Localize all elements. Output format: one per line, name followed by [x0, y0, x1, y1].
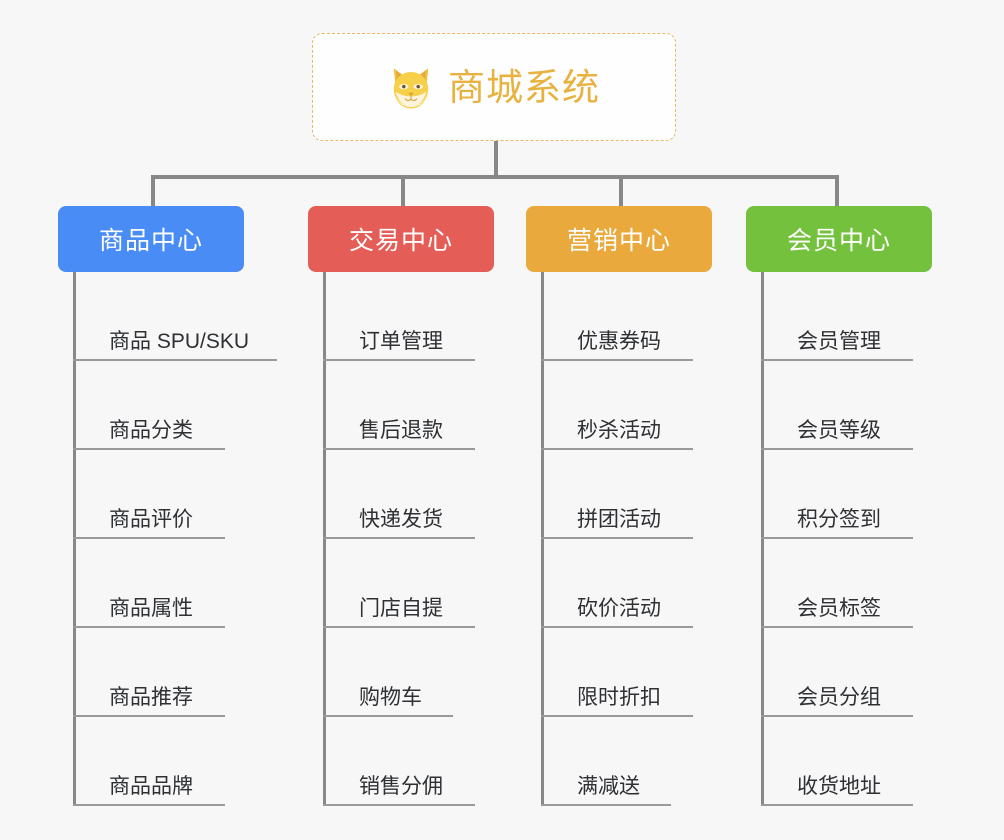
- leaf-item[interactable]: 积分签到: [761, 450, 913, 539]
- leaf-item[interactable]: 会员分组: [761, 628, 913, 717]
- leaf-item[interactable]: 砍价活动: [541, 539, 693, 628]
- leaf-item[interactable]: 限时折扣: [541, 628, 693, 717]
- bus-bar-connector: [151, 175, 839, 179]
- leaf-item-label: 会员等级: [797, 418, 881, 442]
- leaf-item-label: 会员标签: [797, 596, 881, 620]
- leaf-item-label: 销售分佣: [359, 774, 443, 798]
- category-label: 商品中心: [98, 227, 203, 255]
- leaf-item[interactable]: 商品推荐: [73, 628, 225, 717]
- leaf-item[interactable]: 购物车: [323, 628, 453, 717]
- column-spine-connector: [541, 272, 544, 806]
- leaf-item[interactable]: 快递发货: [323, 450, 475, 539]
- leaf-item[interactable]: 会员等级: [761, 361, 913, 450]
- leaf-item-label: 订单管理: [359, 329, 443, 353]
- leaf-item[interactable]: 会员管理: [761, 272, 913, 361]
- leaf-item-label: 会员分组: [797, 685, 881, 709]
- drop-connector-product: [151, 175, 155, 208]
- leaf-item-label: 购物车: [359, 685, 422, 709]
- leaf-item[interactable]: 售后退款: [323, 361, 475, 450]
- leaf-item-label: 商品推荐: [109, 685, 193, 709]
- category-label: 营销中心: [566, 227, 671, 255]
- leaf-item-label: 积分签到: [797, 507, 881, 531]
- column-spine-connector: [761, 272, 764, 806]
- leaf-item[interactable]: 商品 SPU/SKU: [73, 272, 277, 361]
- category-box-product-center[interactable]: 商品中心: [58, 206, 244, 272]
- leaf-item-label: 优惠券码: [577, 329, 661, 353]
- leaf-item[interactable]: 商品品牌: [73, 717, 225, 806]
- leaf-item-label: 商品分类: [109, 418, 193, 442]
- leaf-item[interactable]: 收货地址: [761, 717, 913, 806]
- leaf-item-label: 限时折扣: [577, 685, 661, 709]
- leaf-item-label: 商品评价: [109, 507, 193, 531]
- leaf-item[interactable]: 销售分佣: [323, 717, 475, 806]
- column-spine-connector: [73, 272, 76, 806]
- leaf-item[interactable]: 拼团活动: [541, 450, 693, 539]
- drop-connector-member: [835, 175, 839, 208]
- leaf-item[interactable]: 商品分类: [73, 361, 225, 450]
- root-title: 商城系统: [448, 66, 600, 108]
- root-node[interactable]: 商城系统: [312, 33, 676, 141]
- leaf-item-label: 砍价活动: [577, 596, 661, 620]
- category-box-marketing-center[interactable]: 营销中心: [526, 206, 712, 272]
- leaf-item-label: 收货地址: [797, 774, 881, 798]
- leaf-item-label: 商品品牌: [109, 774, 193, 798]
- leaf-item[interactable]: 秒杀活动: [541, 361, 693, 450]
- drop-connector-marketing: [619, 175, 623, 208]
- leaf-item[interactable]: 商品评价: [73, 450, 225, 539]
- leaf-item[interactable]: 商品属性: [73, 539, 225, 628]
- leaf-item[interactable]: 优惠券码: [541, 272, 693, 361]
- leaf-item-label: 商品 SPU/SKU: [109, 329, 250, 353]
- category-label: 会员中心: [786, 227, 891, 255]
- leaf-item-label: 满减送: [577, 774, 640, 798]
- leaf-item-label: 会员管理: [797, 329, 881, 353]
- category-box-trade-center[interactable]: 交易中心: [308, 206, 494, 272]
- column-spine-connector: [323, 272, 326, 806]
- category-box-member-center[interactable]: 会员中心: [746, 206, 932, 272]
- drop-connector-trade: [401, 175, 405, 208]
- leaf-item-label: 商品属性: [109, 596, 193, 620]
- shiba-dog-icon: [388, 64, 434, 110]
- leaf-item[interactable]: 满减送: [541, 717, 671, 806]
- leaf-item[interactable]: 订单管理: [323, 272, 475, 361]
- leaf-item-label: 快递发货: [359, 507, 443, 531]
- leaf-item-label: 售后退款: [359, 418, 443, 442]
- leaf-item-label: 门店自提: [359, 596, 443, 620]
- leaf-item-label: 秒杀活动: [577, 418, 661, 442]
- leaf-item[interactable]: 会员标签: [761, 539, 913, 628]
- leaf-item-label: 拼团活动: [577, 507, 661, 531]
- leaf-item[interactable]: 门店自提: [323, 539, 475, 628]
- category-label: 交易中心: [348, 227, 453, 255]
- root-stem-connector: [494, 141, 498, 177]
